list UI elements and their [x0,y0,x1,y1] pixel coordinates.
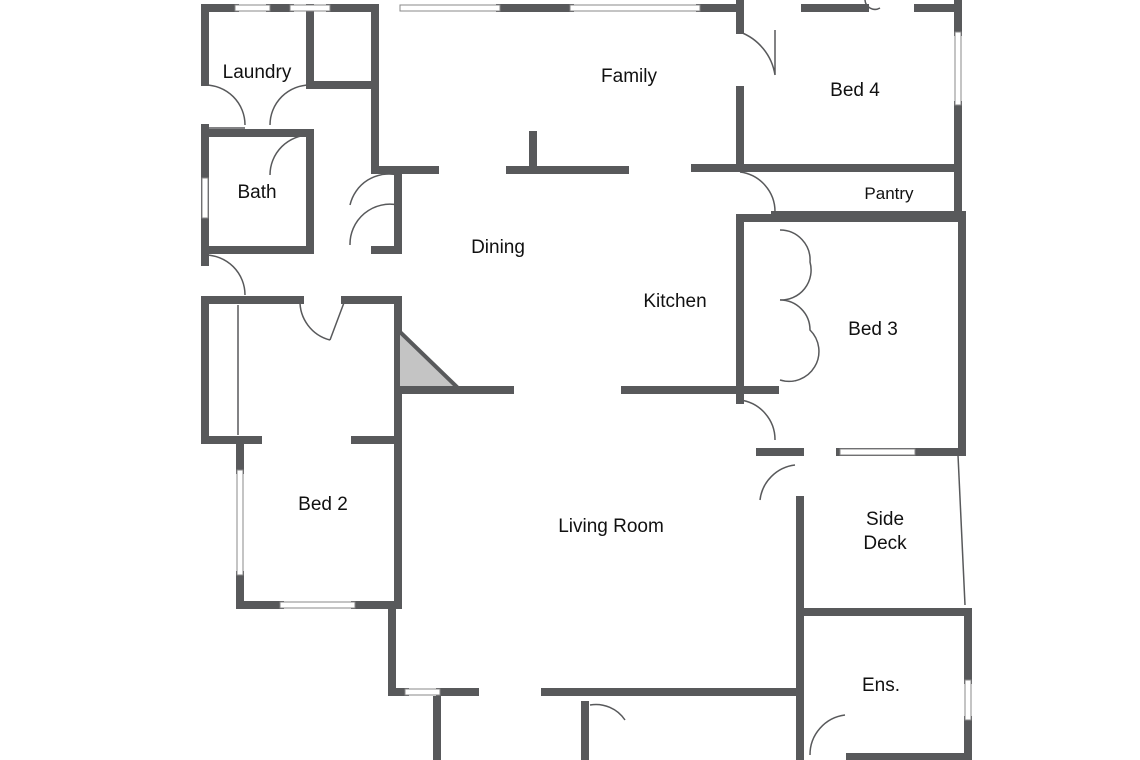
windows [201,4,972,721]
room-label-family: Family [601,66,657,87]
room-label-kitchen: Kitchen [643,291,707,312]
walls [201,0,972,760]
room-label-bed4: Bed 4 [830,80,880,101]
room-label-living-room: Living Room [558,516,664,537]
room-label-bed3: Bed 3 [848,319,898,340]
stair-triangle [396,325,463,390]
room-label-bath: Bath [237,182,277,203]
room-label-pantry: Pantry [864,184,914,203]
doors [204,0,881,756]
room-label-side-deck-line1: Side [865,509,905,530]
room-label-bed2: Bed 2 [298,494,348,515]
room-label-ensuite: Ens. [861,675,901,696]
room-label-laundry: Laundry [222,62,292,83]
room-label-dining: Dining [471,237,525,258]
room-label-side-deck-line2: Deck [863,533,907,554]
